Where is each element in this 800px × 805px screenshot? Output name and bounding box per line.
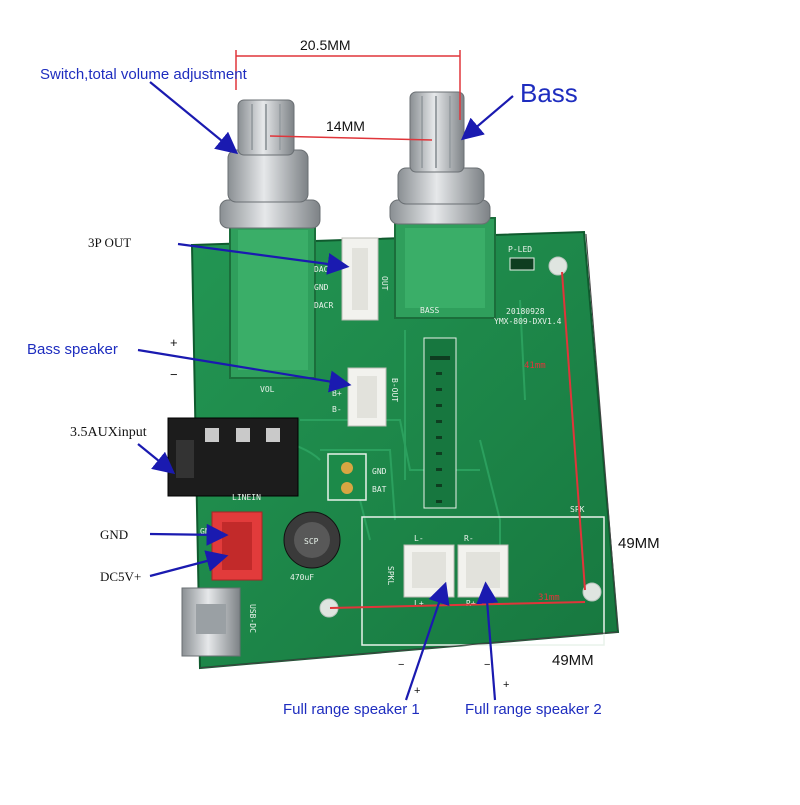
dim-top-inner: 14MM (326, 118, 365, 134)
dim-top-outer: 20.5MM (300, 37, 351, 53)
silk-b-minus: B- (332, 405, 342, 414)
silkscreen-labels: P-LED DACL GND DACR OUT BASS 20180928 YM… (200, 245, 585, 633)
label-bass: Bass (520, 78, 578, 108)
silk-r-plus: R+ (466, 599, 476, 608)
silk-cap-value: 470uF (290, 573, 314, 582)
silk-date: 20180928 (506, 307, 545, 316)
connector-spkl (403, 544, 455, 598)
dim-bottom-width: 49MM (552, 652, 594, 669)
silk-vol: VOL (260, 385, 275, 394)
label-aux-input: 3.5AUXinput (70, 425, 147, 440)
silk-model: YMX-809-DXV1.4 (494, 317, 562, 326)
connector-bass-out (347, 367, 387, 427)
silk-dacr: DACR (314, 301, 333, 310)
silk-p-led: P-LED (508, 245, 532, 254)
silk-bass: BASS (420, 306, 439, 315)
capacitor (283, 511, 341, 569)
label-switch-volume: Switch,total volume adjustment (40, 66, 247, 83)
p-led-indicator (509, 257, 535, 271)
speaker1-minus: − (398, 659, 405, 671)
connector-power (211, 511, 263, 581)
connector-spkr (457, 544, 509, 598)
silk-b-plus: B+ (332, 389, 342, 398)
bass-potentiometer (389, 91, 496, 319)
speaker2-minus: − (484, 659, 491, 671)
board-dim-41: 41mm (524, 361, 546, 371)
aux-jack (167, 417, 299, 497)
silk-out: OUT (380, 276, 389, 291)
connector-3p-out (341, 237, 379, 321)
board-dim-31: 31mm (538, 593, 560, 603)
led-segments (430, 356, 450, 503)
silk-linein: LINEIN (232, 493, 261, 502)
bass-speaker-plus: + (170, 335, 178, 350)
silk-l-plus: L+ (414, 599, 424, 608)
silk-spk: SPK (570, 505, 585, 514)
label-full-range-2: Full range speaker 2 (465, 701, 602, 718)
callout-arrows (137, 81, 514, 701)
silk-l-minus: L- (414, 534, 424, 543)
label-dc5v: DC5V+ (100, 569, 142, 584)
silk-b-out: B-OUT (390, 378, 399, 402)
outer-dimension-lines (199, 233, 619, 669)
board-measurements (329, 271, 586, 609)
silk-dacl: DACL (314, 265, 333, 274)
silk-usb: USB-DC (248, 604, 257, 633)
dim-right-height: 49MM (618, 535, 660, 552)
silk-r-minus: R- (464, 534, 474, 543)
label-gnd: GND (100, 527, 129, 542)
silk-gnd: GND (314, 283, 329, 292)
speaker1-plus: + (414, 685, 421, 697)
label-3p-out: 3P OUT (88, 235, 132, 250)
speaker2-plus: + (503, 679, 510, 691)
label-bass-speaker: Bass speaker (27, 341, 118, 358)
usb-port (181, 587, 241, 657)
volume-potentiometer (219, 99, 321, 379)
label-full-range-1: Full range speaker 1 (283, 701, 420, 718)
bass-speaker-minus: − (170, 367, 178, 382)
top-dimension-lines (235, 50, 461, 141)
silk-cap-code: SCP (304, 537, 319, 546)
silk-bat: BAT (372, 485, 387, 494)
silk-spkl: SPKL (386, 566, 395, 585)
silk-gnd2: GND (372, 467, 387, 476)
silk-gn: GN (200, 527, 210, 536)
